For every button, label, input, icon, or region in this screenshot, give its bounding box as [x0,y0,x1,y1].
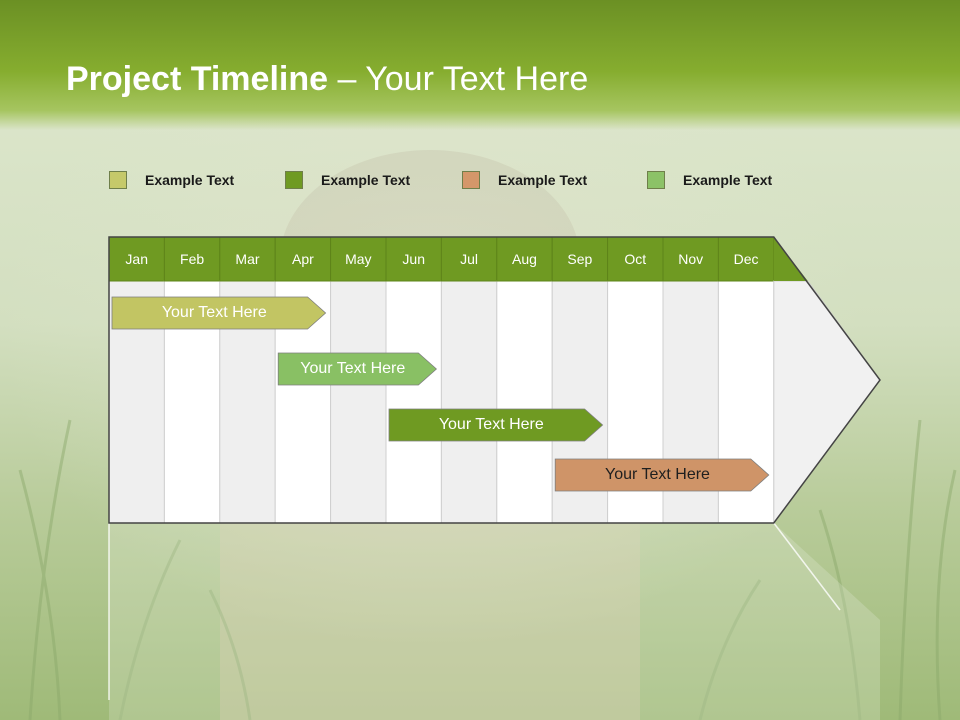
month-header-cell [163,236,221,282]
month-header-cell [551,236,609,282]
month-label: Oct [624,251,647,267]
header-band [0,0,960,130]
legend-item-1: Example Text [109,170,234,190]
title-rest: – Your Text Here [328,60,589,98]
month-label: May [345,251,372,267]
month-column [330,280,387,524]
month-header-cell [219,236,276,282]
task-arrow-4 [554,458,770,492]
legend-label: Example Text [321,172,411,188]
month-column [496,280,553,524]
month-label: Apr [291,251,314,267]
task-arrow-1 [111,296,327,330]
month-label: Aug [512,251,537,267]
legend-label: Example Text [498,172,588,188]
legend-item-4: Example Text [647,170,772,190]
legend-swatch [109,171,127,189]
legend-swatch [647,171,665,189]
task-arrow-2 [277,352,438,386]
month-column [385,280,442,524]
timeline-outline [108,236,881,524]
month-label: Jul [460,251,479,267]
month-header-cell [607,236,664,282]
month-label: Feb [180,251,205,267]
month-label: Dec [733,251,759,267]
month-header-cell [274,236,332,282]
month-label: Mar [235,251,260,267]
legend-label: Example Text [683,172,773,188]
month-column [440,280,498,524]
month-header-cell [108,236,165,282]
reflection-edge [773,522,841,611]
title-bold: Project Timeline [66,60,329,98]
legend-swatch [462,171,480,189]
legend-item-2: Example Text [285,170,410,190]
month-header-cell [385,236,442,282]
month-label: Jun [402,251,425,267]
legend-swatch [285,171,303,189]
timeline-reflection [109,523,880,720]
legend-item-3: Example Text [462,170,587,190]
month-label: Nov [678,251,704,267]
month-label: Jan [125,251,148,267]
legend-label: Example Text [145,172,235,188]
month-label: Sep [567,251,593,267]
month-header-cell [496,236,553,282]
task-arrow-3 [388,408,604,442]
page-title: Project Timeline – Your Text Here [66,60,588,99]
month-header-cell [440,236,498,282]
